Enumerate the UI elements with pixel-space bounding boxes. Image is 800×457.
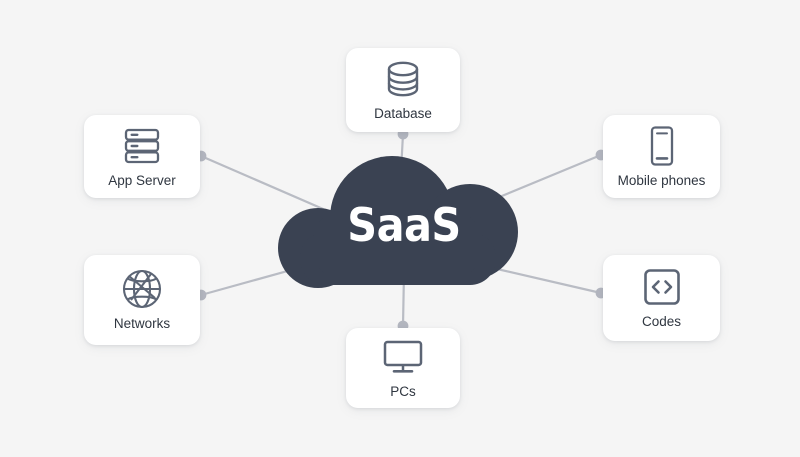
hub-label: SaaS — [347, 198, 461, 252]
node-networks-label: Networks — [113, 316, 171, 331]
node-mobile-phones[interactable]: Mobile phones — [603, 115, 720, 198]
code-brackets-icon — [642, 266, 682, 308]
node-codes[interactable]: Codes — [603, 255, 720, 341]
globe-network-icon — [121, 268, 163, 310]
mobile-phone-icon — [647, 125, 677, 167]
node-codes-label: Codes — [641, 314, 682, 329]
node-database-label: Database — [374, 106, 432, 121]
node-mobile-phones-label: Mobile phones — [617, 172, 706, 188]
node-networks[interactable]: Networks — [84, 255, 200, 345]
desktop-monitor-icon — [382, 336, 424, 378]
database-cylinder-icon — [384, 58, 422, 100]
edge-app-server-to-hub — [199, 154, 332, 214]
node-pcs-label: PCs — [390, 384, 416, 399]
server-rack-icon — [122, 125, 162, 167]
node-pcs[interactable]: PCs — [346, 328, 460, 408]
node-database[interactable]: Database — [346, 48, 460, 132]
edge-codes-to-hub — [482, 264, 603, 295]
node-app-server[interactable]: App Server — [84, 115, 200, 198]
node-app-server-label: App Server — [108, 172, 176, 188]
